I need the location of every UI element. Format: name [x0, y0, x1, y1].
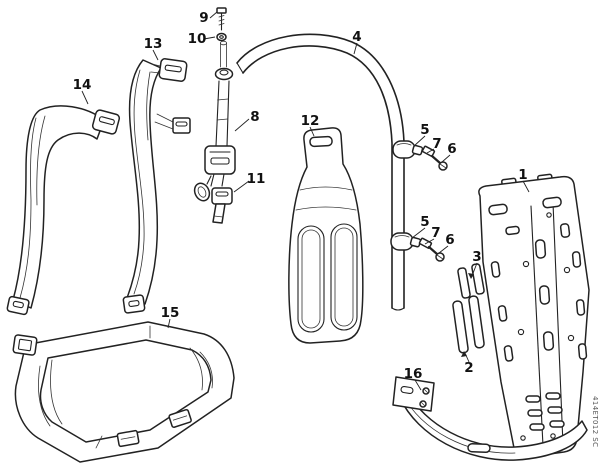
callout-part-11: 11	[246, 171, 266, 187]
callout-part-5-upper: 5	[420, 122, 430, 138]
callout-part-15: 15	[160, 305, 180, 321]
callout-part-6-upper: 6	[447, 141, 457, 157]
callout-part-9: 9	[199, 10, 209, 26]
buckle-part-11	[211, 187, 233, 224]
plug-cap	[214, 40, 234, 81]
hip-belt-part-15	[12, 321, 235, 463]
callout-part-8: 8	[250, 109, 260, 125]
callout-part-10: 10	[187, 31, 207, 47]
clamp-upper-part-5-7-6	[392, 140, 448, 171]
shoulder-strap-part-13	[122, 58, 191, 314]
washer-part-10	[216, 32, 227, 42]
callout-part-2: 2	[464, 360, 474, 376]
pad-strips-part-2	[452, 295, 485, 354]
tube-part-4	[236, 33, 405, 311]
clamp-lower-part-5-7-6	[390, 232, 445, 262]
callout-part-7-lower: 7	[431, 225, 441, 241]
leader-lines	[81, 11, 530, 391]
callout-part-13: 13	[143, 36, 163, 52]
callout-part-7-upper: 7	[432, 136, 442, 152]
screw-part-9	[216, 7, 227, 31]
callout-part-16: 16	[403, 366, 423, 382]
cushion-pad-part-12	[288, 127, 364, 344]
pad-strips-part-3	[457, 263, 485, 299]
callout-part-3: 3	[472, 249, 482, 265]
base-bracket-part-16	[392, 376, 588, 461]
shoulder-strap-part-14	[6, 105, 121, 316]
callout-part-5-lower: 5	[420, 214, 430, 230]
callout-part-14: 14	[72, 77, 92, 93]
callout-part-4: 4	[352, 29, 362, 45]
callout-part-6-lower: 6	[445, 232, 455, 248]
callout-part-1: 1	[518, 167, 528, 183]
strap-part-8	[193, 80, 236, 202]
back-plate-part-1	[478, 173, 590, 458]
diagram-code: 414ET012 SC	[591, 396, 599, 448]
callout-part-12: 12	[300, 113, 320, 129]
